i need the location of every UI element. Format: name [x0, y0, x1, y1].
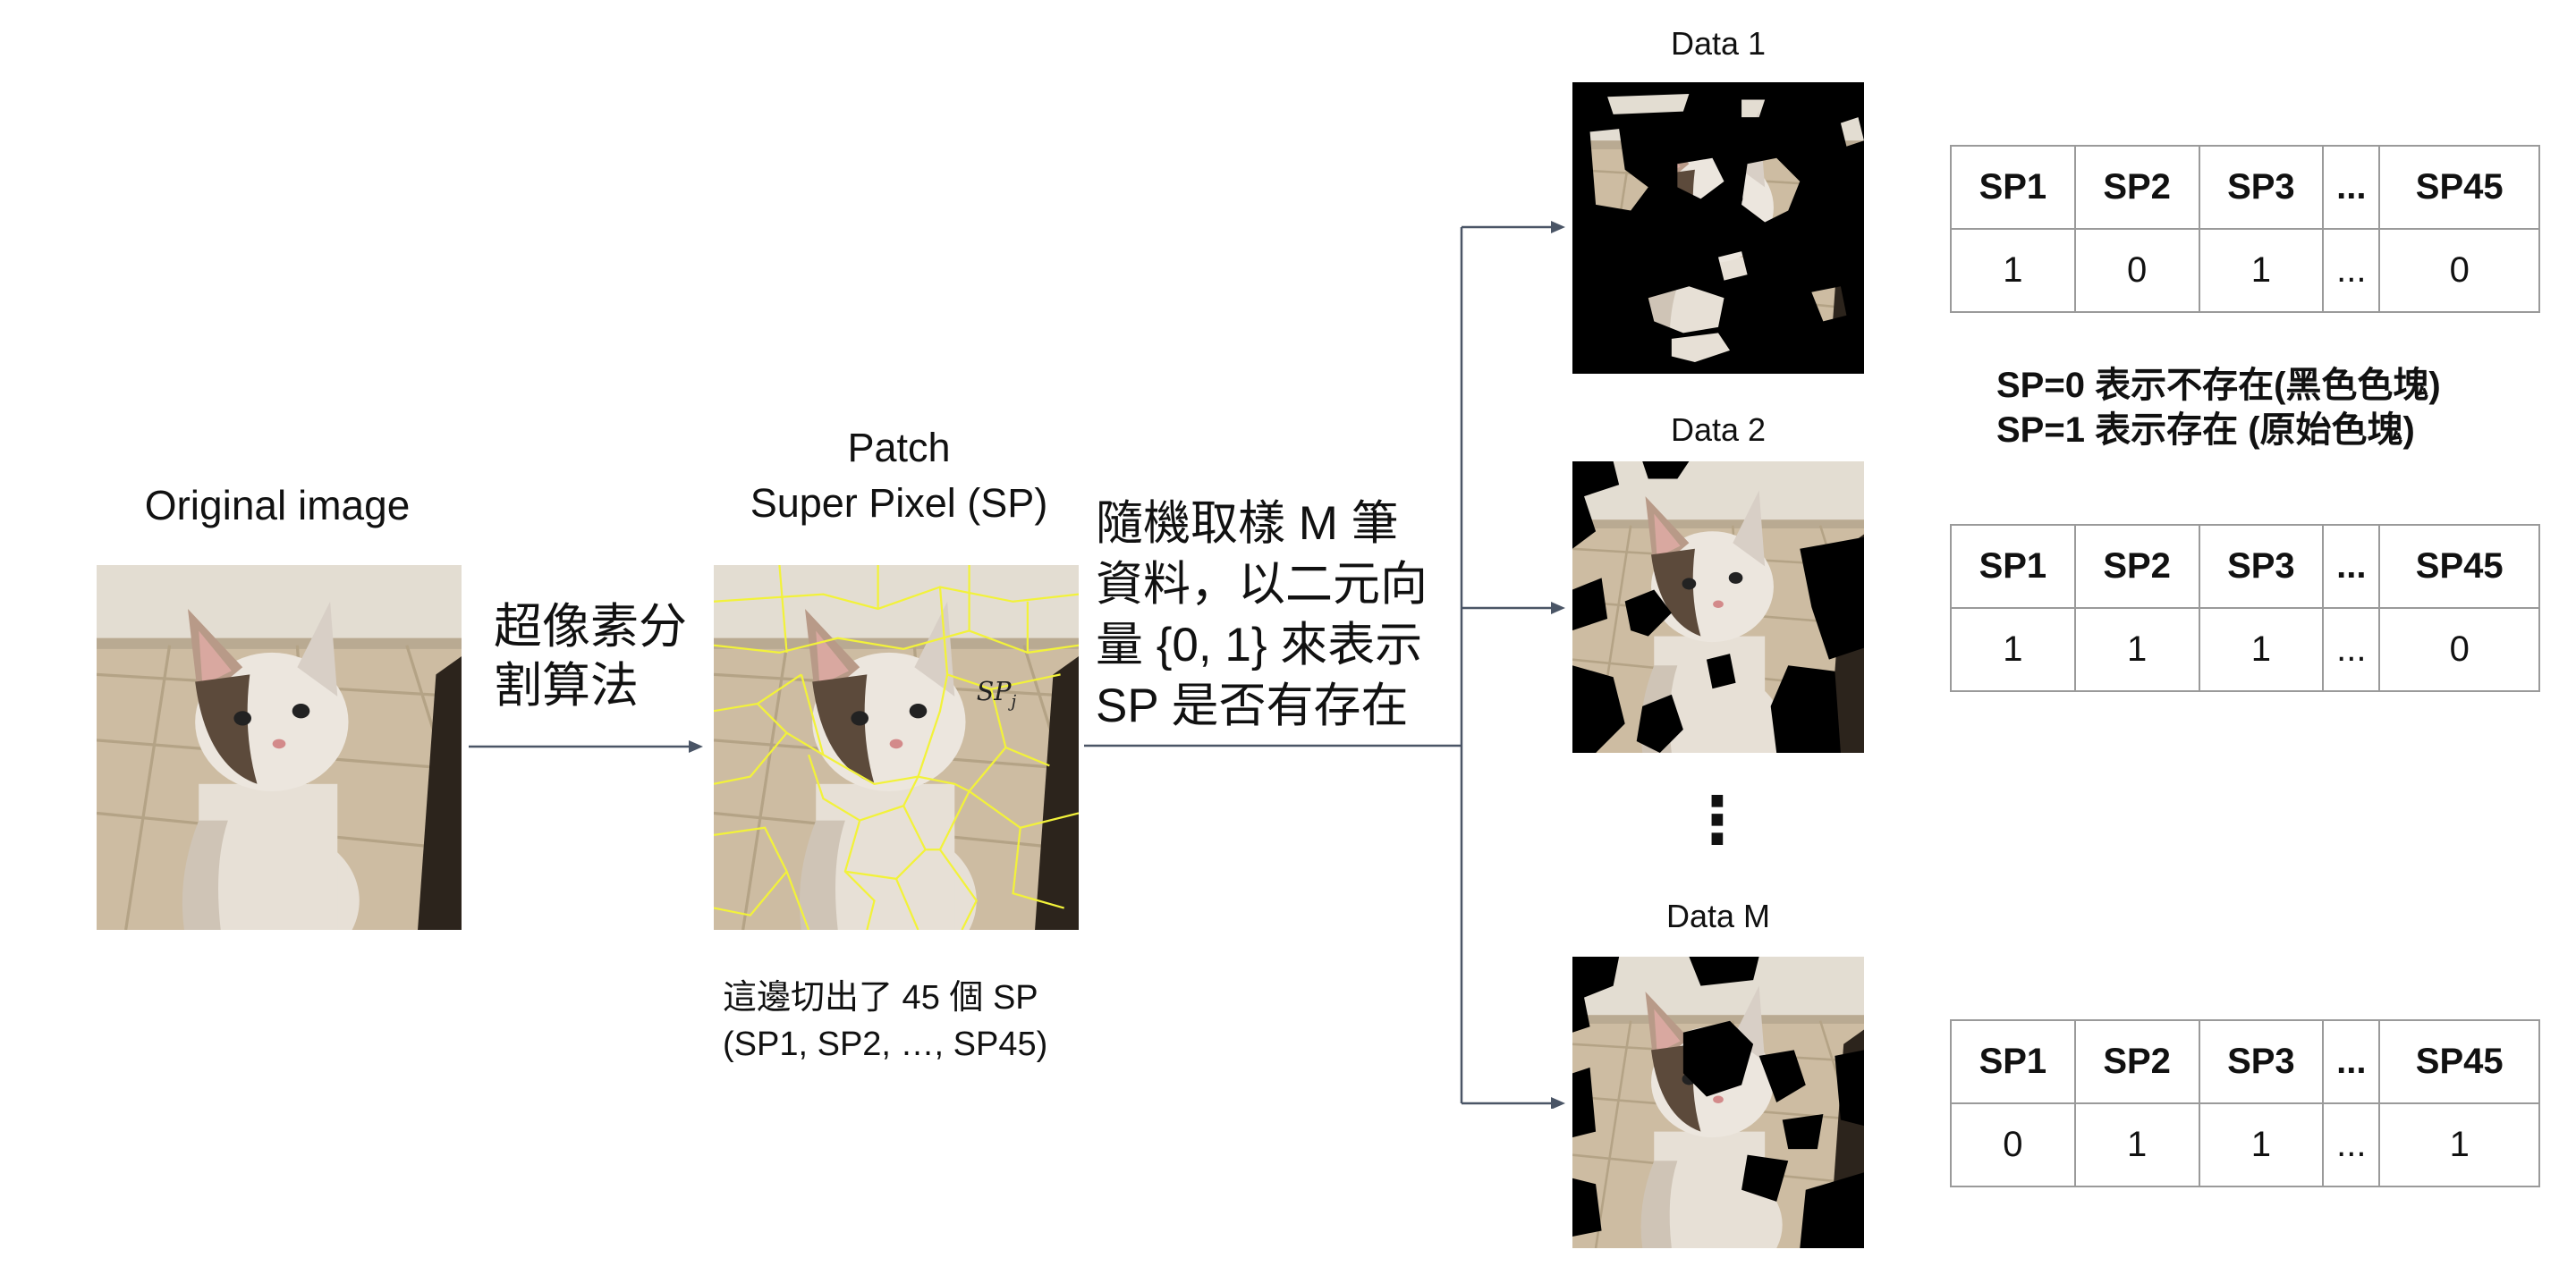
sampling-line-4: SP 是否有存在 — [1096, 680, 1409, 732]
table-value-cell: ... — [2322, 228, 2381, 313]
patch-title: Patch Super Pixel (SP) — [707, 420, 1091, 531]
table-header-cell: SP3 — [2198, 524, 2325, 609]
binary-legend: SP=0 表示不存在(黑色色塊) SP=1 表示存在 (原始色塊) — [1996, 363, 2533, 452]
table-value-cell: 1 — [2378, 1102, 2540, 1187]
table-value-cell: 0 — [1950, 1102, 2076, 1187]
sp-label-base: SP — [977, 676, 1013, 706]
superpixel-count-note: 這邊切出了 45 個 SP (SP1, SP2, …, SP45) — [723, 975, 1098, 1068]
data-2-title: Data 2 — [1670, 411, 1767, 448]
table-value-cell: ... — [2322, 607, 2381, 692]
table-header-row: SP1 SP2 SP3 ... SP45 — [1950, 145, 2540, 230]
patch-title-line-1: Patch — [847, 425, 951, 470]
table-header-cell: SP1 — [1950, 524, 2076, 609]
arrow-head-data2 — [1551, 602, 1565, 614]
superpixel-region-label: SPj — [977, 676, 1017, 711]
table-header-row: SP1 SP2 SP3 ... SP45 — [1950, 524, 2540, 609]
sp-vector-table-data-1: SP1 SP2 SP3 ... SP45 1 0 1 ... 0 — [1950, 145, 2540, 313]
sp-vector-table-data-m: SP1 SP2 SP3 ... SP45 0 1 1 ... 1 — [1950, 1019, 2540, 1187]
table-header-cell: SP45 — [2378, 145, 2540, 230]
original-cat-image — [97, 565, 462, 930]
table-header-row: SP1 SP2 SP3 ... SP45 — [1950, 1019, 2540, 1104]
arrow-head-data1 — [1551, 221, 1565, 233]
arrow-to-superpixel — [469, 740, 703, 753]
data-1-title: Data 1 — [1670, 25, 1767, 62]
original-image-title: Original image — [144, 482, 411, 528]
data-1-masked-image — [1572, 82, 1864, 374]
sampling-line-1: 隨機取樣 M 筆 — [1096, 497, 1399, 550]
table-header-cell: SP3 — [2198, 145, 2325, 230]
arrow-head-dataM — [1551, 1097, 1565, 1109]
table-header-cell: SP45 — [2378, 1019, 2540, 1104]
sp-vector-table-data-2: SP1 SP2 SP3 ... SP45 1 1 1 ... 0 — [1950, 524, 2540, 692]
table-value-cell: 1 — [1950, 607, 2076, 692]
table-value-cell: ... — [2322, 1102, 2381, 1187]
superpixel-algorithm-label: 超像素分 割算法 — [494, 597, 699, 715]
table-value-cell: 1 — [2073, 607, 2200, 692]
table-header-cell: SP1 — [1950, 145, 2076, 230]
data-m-masked-image — [1572, 957, 1864, 1248]
table-header-cell: SP2 — [2073, 524, 2200, 609]
data-2-black-mask — [1572, 461, 1864, 753]
table-value-cell: 0 — [2378, 607, 2540, 692]
sp-label-subscript: j — [1008, 692, 1017, 711]
table-value-row: 1 1 1 ... 0 — [1950, 607, 2540, 692]
patch-title-line-2: Super Pixel (SP) — [750, 480, 1048, 526]
sp-count-line-1: 這邊切出了 45 個 SP — [723, 979, 1038, 1017]
superpixel-boundaries — [714, 565, 1079, 930]
table-header-cell: SP1 — [1950, 1019, 2076, 1104]
table-value-cell: 1 — [2073, 1102, 2200, 1187]
legend-line-absent: SP=0 表示不存在(黑色色塊) — [1996, 366, 2441, 405]
table-value-cell: 1 — [2198, 228, 2325, 313]
superpixel-cat-image: SPj — [714, 565, 1079, 930]
table-value-cell: 0 — [2378, 228, 2540, 313]
table-header-cell: ... — [2322, 524, 2381, 609]
table-header-cell: SP45 — [2378, 524, 2540, 609]
table-header-cell: SP2 — [2073, 1019, 2200, 1104]
branch-arrows — [1084, 221, 1565, 1109]
table-value-cell: 0 — [2073, 228, 2200, 313]
sampling-line-2: 資料，以二元向 — [1096, 558, 1428, 611]
algorithm-line-1: 超像素分 — [494, 600, 687, 654]
table-value-row: 1 0 1 ... 0 — [1950, 228, 2540, 313]
table-value-cell: 1 — [1950, 228, 2076, 313]
random-sampling-description: 隨機取樣 M 筆 資料，以二元向 量 {0, 1} 來表示 SP 是否有存在 — [1096, 494, 1471, 737]
table-value-cell: 1 — [2198, 1102, 2325, 1187]
table-value-cell: 1 — [2198, 607, 2325, 692]
data-m-black-mask — [1572, 957, 1864, 1248]
ellipsis-more-samples: ⋮ — [1685, 785, 1750, 857]
legend-line-present: SP=1 表示存在 (原始色塊) — [1996, 410, 2415, 450]
sp-count-line-2: (SP1, SP2, …, SP45) — [723, 1026, 1048, 1063]
algorithm-line-2: 割算法 — [494, 659, 639, 713]
table-header-cell: SP2 — [2073, 145, 2200, 230]
data-2-masked-image — [1572, 461, 1864, 753]
data-1-black-mask — [1572, 82, 1864, 374]
table-value-row: 0 1 1 ... 1 — [1950, 1102, 2540, 1187]
table-header-cell: ... — [2322, 145, 2381, 230]
table-header-cell: SP3 — [2198, 1019, 2325, 1104]
data-m-title: Data M — [1665, 898, 1771, 934]
table-header-cell: ... — [2322, 1019, 2381, 1104]
sampling-line-3: 量 {0, 1} 來表示 — [1096, 619, 1423, 671]
